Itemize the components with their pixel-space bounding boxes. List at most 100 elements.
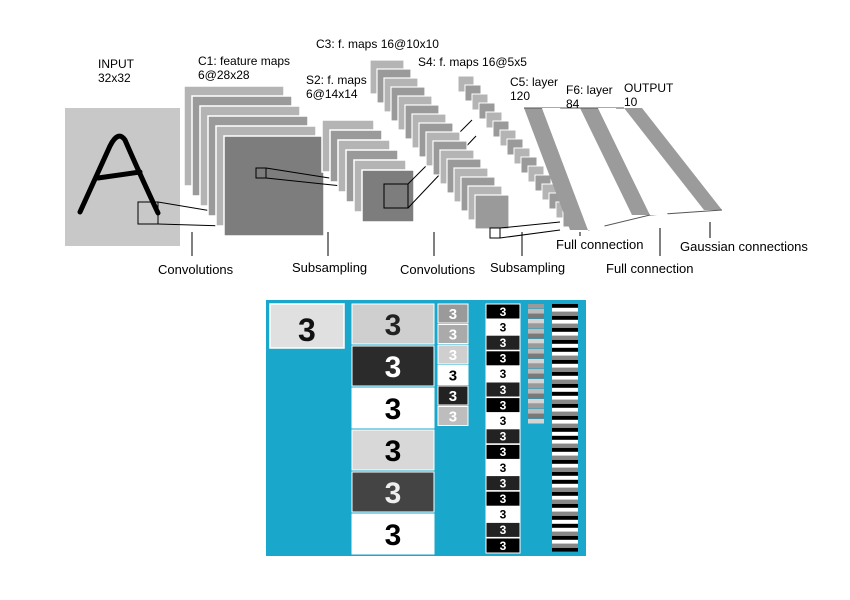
c5-activation [552,404,578,408]
c3-activation-digit: 3 [500,352,507,366]
c3-activation-bg [485,521,521,538]
c5-activation [552,352,578,356]
c1-activation-digit: 3 [385,477,402,510]
s2-activation: 3 [437,365,469,385]
s4-receptive [489,221,561,239]
conv1-label: Convolutions [158,262,234,277]
s4-activation [528,389,544,394]
input-label: INPUT [98,57,135,71]
s2-activation-digit: 3 [449,408,457,425]
s2-activation: 3 [437,324,469,344]
s4-activation [528,349,544,354]
c1-activation: 3 [351,303,435,345]
c1-activation-bg [351,429,435,471]
c5-activation [552,452,578,456]
c3-activation-digit: 3 [500,398,507,412]
s4-activation [528,384,544,389]
input-glyph-a [77,133,161,216]
c5-activation [552,532,578,536]
s4-activation [528,379,544,384]
operation-ticks [191,222,711,256]
c3-activation-bg [485,397,521,414]
c3-activation-digit: 3 [500,414,507,428]
c5-activation [552,388,578,392]
s2-feature-maps [321,119,477,223]
c5-activation [552,432,578,436]
gauss-label: Gaussian connections [680,239,808,254]
c3-activation: 3 [485,303,521,320]
sub1-label: Subsampling [292,260,367,275]
c5-activation [552,520,578,524]
c3-activation-digit: 3 [500,445,507,459]
activation-input-digit: 3 [298,312,316,348]
output-size-label: 10 [624,95,638,109]
operation-labels: Convolutions Subsampling Convolutions Su… [158,237,808,277]
c5-activation [552,376,578,380]
c3-label: C3: f. maps 16@10x10 [316,37,439,51]
c3-activation-bg [485,475,521,492]
c5-activation [552,308,578,312]
c5-activation [552,544,578,548]
c3-activation-bg [485,319,521,336]
c3-activation-bg [485,381,521,398]
c5-activation [552,380,578,384]
c1-activation-digit: 3 [385,519,402,552]
s4-activations [528,304,544,424]
c5-activation [552,480,578,484]
s4-activation [528,314,544,319]
c5-activation [552,524,578,528]
c5-activation [552,548,578,552]
c3-feature-maps [369,59,510,230]
c5-activation [552,336,578,340]
s4-activation [528,419,544,424]
fully-connected-layers [524,107,723,231]
c5-activation [552,420,578,424]
c3-activation: 3 [485,506,521,523]
c3-activation-bg [485,490,521,507]
c5-activation [552,324,578,328]
c5-activation [552,460,578,464]
c1-receptive-field [255,167,267,179]
c1-size-label: 6@28x28 [198,68,250,82]
c3-activation: 3 [485,365,521,382]
full1-label: Full connection [556,237,643,252]
c1-activation: 3 [351,471,435,513]
c5-activation [552,536,578,540]
c3-activation: 3 [485,490,521,507]
c5-activation [552,400,578,404]
s4-activation [528,319,544,324]
c3-activation: 3 [485,319,521,336]
s4-activation [528,369,544,374]
s2-activation-bg [437,344,469,365]
c5-activation [552,372,578,376]
c5-activation [552,540,578,544]
c5-activation [552,472,578,476]
c3-activation-digit: 3 [500,461,507,475]
s4-activation [528,399,544,404]
c5-layer-stripe [524,108,588,230]
conv2-label: Convolutions [400,262,476,277]
s2-activation-digit: 3 [449,326,457,343]
c1-activation: 3 [351,513,435,555]
c3-activation-digit: 3 [500,523,507,537]
s4-activation [528,354,544,359]
s2-activation-bg [437,324,469,344]
c1-activation: 3 [351,345,435,387]
c1-activation-bg [351,387,435,429]
c1-activation-digit: 3 [385,309,402,342]
c3-activation: 3 [485,350,521,367]
c3-activation-digit: 3 [500,383,507,397]
c5-size-label: 120 [510,89,530,103]
c5-activation [552,504,578,508]
c5-activation [552,360,578,364]
s2-activation-bg [437,365,469,385]
c1-activation-bg [351,513,435,555]
s4-activation [528,364,544,369]
c5-activation [552,384,578,388]
c3-activation-digit: 3 [500,430,507,444]
c3-activation-digit: 3 [500,492,507,506]
s2-activation-bg [437,406,469,426]
